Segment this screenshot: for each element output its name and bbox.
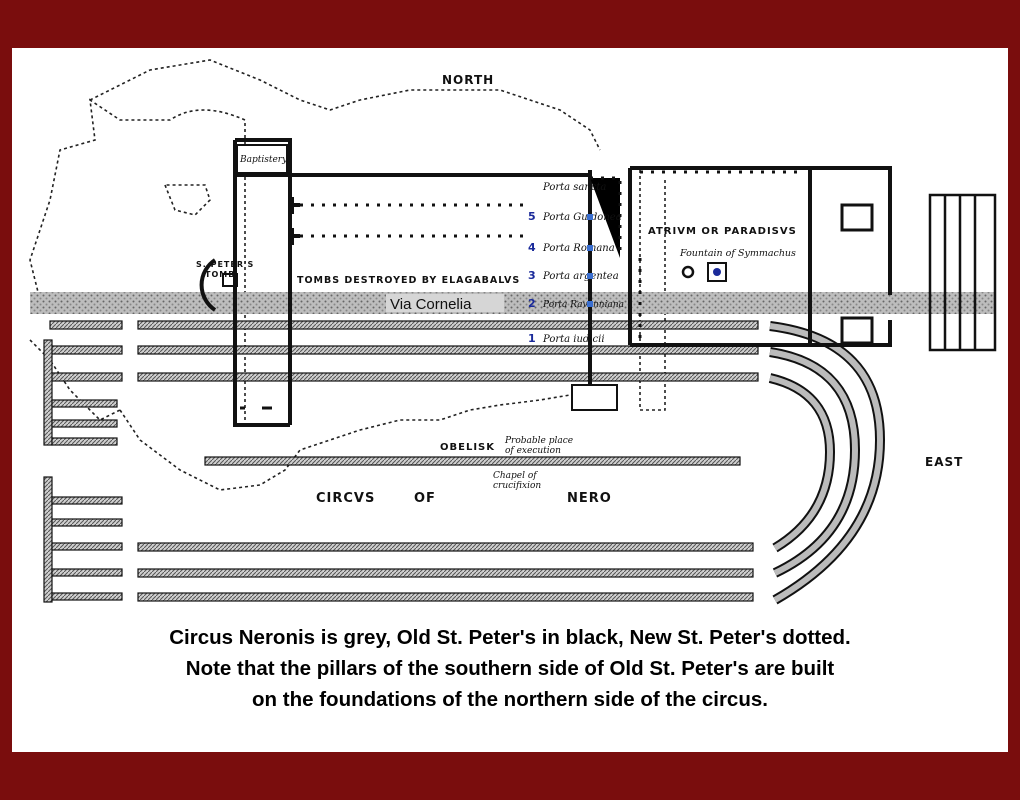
east-label: EAST (925, 455, 963, 469)
via-cornelia-label: Via Cornelia (390, 296, 472, 313)
porta-name-1: Porta Guidonea (542, 212, 622, 223)
fountain-dot-icon (713, 268, 721, 276)
via-cornelia-road (30, 292, 996, 314)
old-st-peters (199, 138, 892, 427)
porta-num-3: 3 (528, 269, 536, 282)
caption-line-1: Circus Neronis is grey, Old St. Peter's … (169, 626, 851, 649)
execution-label-1: Probable place (504, 436, 573, 446)
chapel-label-2: crucifixion (493, 481, 541, 491)
chapel-marker (571, 384, 618, 411)
map-caption: Circus Neronis is grey, Old St. Peter's … (0, 622, 1020, 715)
tomb-label-1: S. PETER'S (196, 260, 254, 269)
circus-label-3: NERO (567, 491, 612, 506)
porta-name-3: Porta argentea (542, 271, 619, 282)
porta-num-2: 4 (528, 241, 536, 254)
atrium-label: ATRIVM OR PARADISVS (648, 226, 797, 237)
nave-ends (288, 197, 300, 245)
porta-name-5: Porta iudicii (542, 334, 605, 345)
fountain-ring-icon (681, 265, 695, 279)
porta-name-0: Porta sancta (542, 182, 606, 193)
circus-label-1: CIRCVS (316, 491, 375, 506)
door-markers (587, 214, 593, 307)
porta-num-5: 1 (528, 332, 536, 345)
porta-num-1: 5 (528, 210, 536, 223)
east-stairs (928, 193, 997, 352)
baptistery-label: Baptistery (239, 155, 288, 165)
baptistery-box (236, 144, 288, 174)
porta-name-2: Porta Romana (542, 243, 615, 254)
fountain-label: Fountain of Symmachus (679, 248, 796, 259)
execution-label-2: of execution (505, 446, 561, 456)
tombs-label: TOMBS DESTROYED BY ELAGABALVS (297, 275, 520, 286)
circus-label-2: OF (414, 491, 436, 506)
circus-of-nero (43, 320, 759, 603)
porta-name-4: Porta Ravenniana (542, 300, 624, 310)
tomb-label-2: TOMB (205, 270, 235, 279)
porta-list: Porta sancta 5 Porta Guidonea 4 Porta Ro… (528, 182, 624, 345)
north-label: NORTH (442, 73, 494, 87)
caption-line-2: Note that the pillars of the southern si… (185, 657, 835, 680)
via-cornelia-label-bg (386, 294, 504, 312)
obelisk-label: OBELISK (440, 442, 495, 453)
porta-num-4: 2 (528, 297, 536, 310)
chapel-label-1: Chapel of (493, 471, 538, 481)
circus-curved-end (768, 321, 886, 605)
nave-colonnades (300, 170, 800, 340)
caption-line-3: on the foundations of the northern side … (252, 688, 768, 711)
